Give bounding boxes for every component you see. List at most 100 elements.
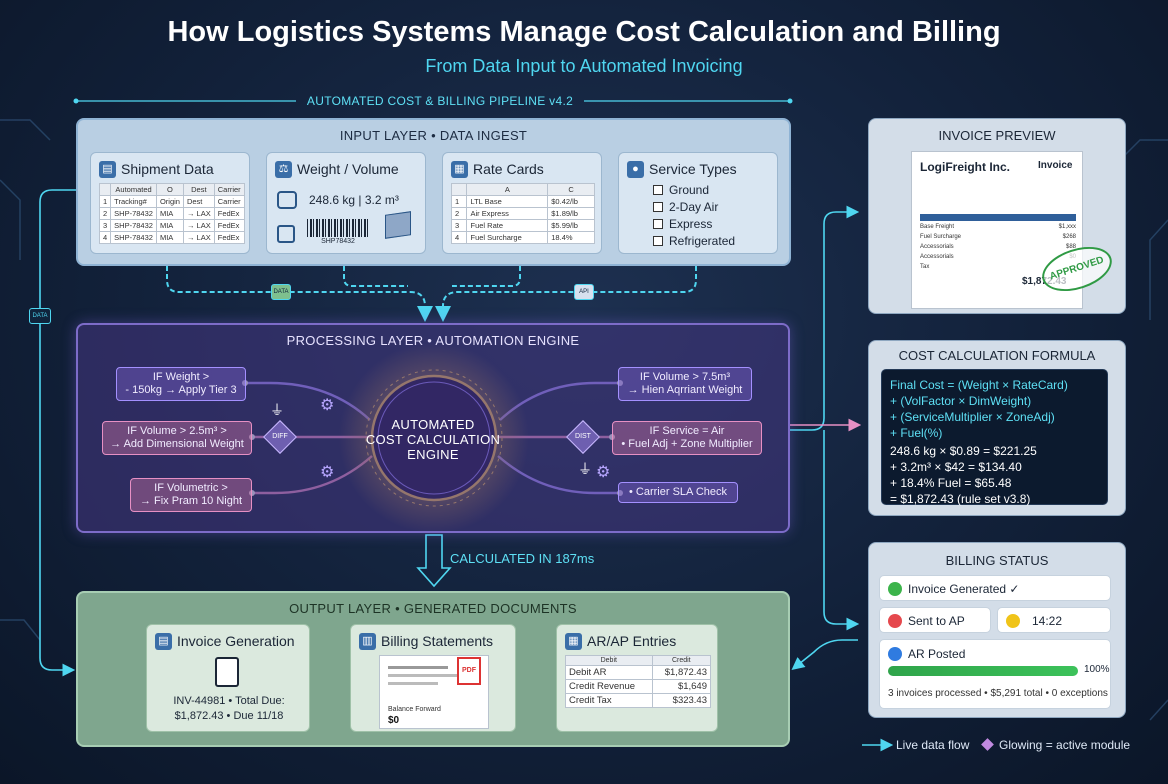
table-header: Automated	[110, 183, 157, 196]
table-row: 2 SHP-78432 MIA → LAX FedEx	[98, 207, 245, 220]
formula-line: + (ServiceMultiplier × ZoneAdj)	[890, 410, 1055, 424]
table-row: 4 SHP-78432 MIA → LAX FedEx	[98, 231, 245, 244]
table-cell: $1,649	[651, 679, 712, 694]
invoice-line1: INV-44981 • Total Due:	[173, 695, 285, 707]
table-row: 1 LTL Base $0.42/lb	[450, 195, 595, 208]
table-cell: $1.89/lb	[547, 207, 595, 220]
rule-text: → Add Dimensional Weight	[110, 438, 244, 450]
table-header: A	[466, 183, 549, 196]
table-cell: Air Express	[466, 207, 549, 220]
invoice-row: Tax	[920, 264, 1076, 274]
formula-line: + 18.4% Fuel = $65.48	[890, 476, 1012, 490]
yellow-status-dot-icon	[1006, 614, 1020, 628]
table-cell: → LAX	[182, 207, 215, 220]
table-cell: SHP-78432	[110, 219, 157, 232]
service-types-card[interactable]: ● Service Types Ground 2-Day Air Express…	[618, 152, 778, 254]
billing-statements-card[interactable]: ▥ Billing Statements Balance Forward $0 …	[350, 624, 516, 732]
formula-line: = $1,872.43 (rule set v3.8)	[890, 492, 1031, 506]
barcode-text: SHP78432	[321, 238, 355, 245]
cost-engine[interactable]: AUTOMATED COST CALCULATION ENGINE	[363, 417, 503, 462]
statement-icon: ▥	[359, 633, 376, 650]
progress-track	[888, 666, 1078, 676]
checkbox-label: 2-Day Air	[669, 200, 719, 214]
rule-carrier-sla[interactable]: • Carrier SLA Check	[618, 482, 738, 503]
engine-label: COST CALCULATION	[365, 432, 501, 447]
table-cell: SHP-78432	[110, 231, 157, 244]
table-row: 2 Air Express $1.89/lb	[450, 207, 595, 220]
service-2day-checkbox[interactable]: 2-Day Air	[653, 200, 718, 214]
table-header: C	[547, 183, 595, 196]
blue-status-dot-icon	[888, 647, 902, 661]
calculated-time-label: CALCULATED IN 187ms	[450, 551, 595, 566]
table-cell: $323.43	[651, 693, 712, 708]
rule-volume-weight[interactable]: IF Volume > 7.5m³ → Hien Aqrriant Weight	[618, 367, 752, 401]
formula-panel[interactable]: COST CALCULATION FORMULA Final Cost = (W…	[868, 340, 1126, 516]
invoice-generation-card[interactable]: ▤ Invoice Generation INV-44981 • Total D…	[146, 624, 310, 732]
rule-service-air[interactable]: IF Service = Air • Fuel Adj + Zone Multi…	[612, 421, 762, 455]
invoice-preview-panel[interactable]: INVOICE PREVIEW LogiFreight Inc. Invoice…	[868, 118, 1126, 314]
rule-text: IF Volume > 2.5m³ >	[127, 425, 227, 437]
table-row: 4 Fuel Surcharge 18.4%	[450, 231, 595, 244]
table-cell: 4	[450, 231, 468, 244]
arap-entries-card[interactable]: ▦ AR/AP Entries Debit Credit Debit AR $1…	[556, 624, 718, 732]
engine-label: ENGINE	[407, 447, 459, 462]
package-icon	[277, 225, 295, 243]
rule-weight-tier[interactable]: IF Weight > - 150kg → Apply Tier 3	[116, 367, 246, 401]
invoice-generation-title: Invoice Generation	[177, 633, 295, 649]
table-cell: Credit Revenue	[565, 679, 653, 694]
api-connector-badge: API	[574, 284, 594, 300]
gear-icon: ⚙	[596, 464, 611, 481]
table-row: Credit Tax $323.43	[565, 693, 712, 708]
text-line	[388, 666, 448, 669]
box-icon	[385, 211, 411, 239]
rate-cards-card[interactable]: ▦ Rate Cards A C 1 LTL Base $0.42/lb 2 A…	[442, 152, 602, 254]
table-row: 1 Tracking# Origin Dest Carrier	[98, 195, 245, 208]
status-ar-posted: AR Posted 100% 3 invoices processed • $5…	[879, 639, 1111, 709]
invoice-icon: ▤	[155, 633, 172, 650]
balance-label: Balance Forward	[388, 706, 441, 713]
billing-status-heading: BILLING STATUS	[945, 553, 1049, 568]
ledger-icon: ▦	[565, 633, 582, 650]
rule-text: • Fuel Adj + Zone Multiplier	[621, 438, 753, 450]
table-cell: MIA	[155, 207, 184, 220]
gear-icon: ⚙	[320, 464, 335, 481]
pdf-icon: PDF	[457, 657, 481, 685]
invoice-row: Base Freight$1,xxx	[920, 224, 1076, 234]
document-icon	[215, 657, 239, 687]
invoice-company: LogiFreight Inc.	[920, 160, 1010, 174]
table-cell: Debit AR	[565, 665, 653, 680]
table-cell: Dest	[182, 195, 215, 208]
legend-flow: Live data flow	[896, 738, 970, 752]
service-express-checkbox[interactable]: Express	[653, 217, 712, 231]
service-ground-checkbox[interactable]: Ground	[653, 183, 709, 197]
pipeline-label: AUTOMATED COST & BILLING PIPELINE v4.2	[306, 94, 574, 108]
plug-icon: ⏚	[270, 402, 284, 418]
table-row: 3 SHP-78432 MIA → LAX FedEx	[98, 219, 245, 232]
table-cell: Carrier	[213, 195, 245, 208]
table-cell: 2	[98, 207, 112, 220]
user-icon: ●	[627, 161, 644, 178]
status-label: 14:22	[1032, 614, 1063, 628]
weight-value: 248.6 kg | 3.2 m³	[309, 193, 399, 207]
checkbox-icon	[653, 236, 663, 246]
table-cell: 4	[98, 231, 112, 244]
input-layer-heading: INPUT LAYER • DATA INGEST	[339, 128, 528, 143]
invoice-row: Accessorials$88	[920, 244, 1076, 254]
formula-line: 248.6 kg × $0.89 = $221.25	[890, 444, 1037, 458]
table-cell: Fuel Surcharge	[466, 231, 549, 244]
processing-layer: PROCESSING LAYER • AUTOMATION ENGINE	[76, 323, 790, 533]
invoice-doc-title: Invoice	[1038, 160, 1073, 171]
shipment-data-card[interactable]: ▤ Shipment Data Automated O Dest Carrier…	[90, 152, 250, 254]
checkbox-icon	[653, 219, 663, 229]
row-value: $88	[1065, 244, 1076, 250]
service-refrigerated-checkbox[interactable]: Refrigerated	[653, 234, 735, 248]
weight-volume-card[interactable]: ⚖ Weight / Volume 248.6 kg | 3.2 m³ SHP7…	[266, 152, 426, 254]
rule-volume-dimensional[interactable]: IF Volume > 2.5m³ > → Add Dimensional We…	[102, 421, 252, 455]
table-cell: $5.99/lb	[547, 219, 595, 232]
row-label: Base Freight	[920, 224, 955, 230]
table-header	[98, 183, 112, 196]
billing-status-panel[interactable]: BILLING STATUS Invoice Generated ✓ Sent …	[868, 542, 1126, 718]
rule-volumetric[interactable]: IF Volumetric > → Fix Pram 10 Night	[130, 478, 252, 512]
formula-heading: COST CALCULATION FORMULA	[898, 348, 1096, 363]
input-layer: INPUT LAYER • DATA INGEST ▤ Shipment Dat…	[76, 118, 791, 266]
